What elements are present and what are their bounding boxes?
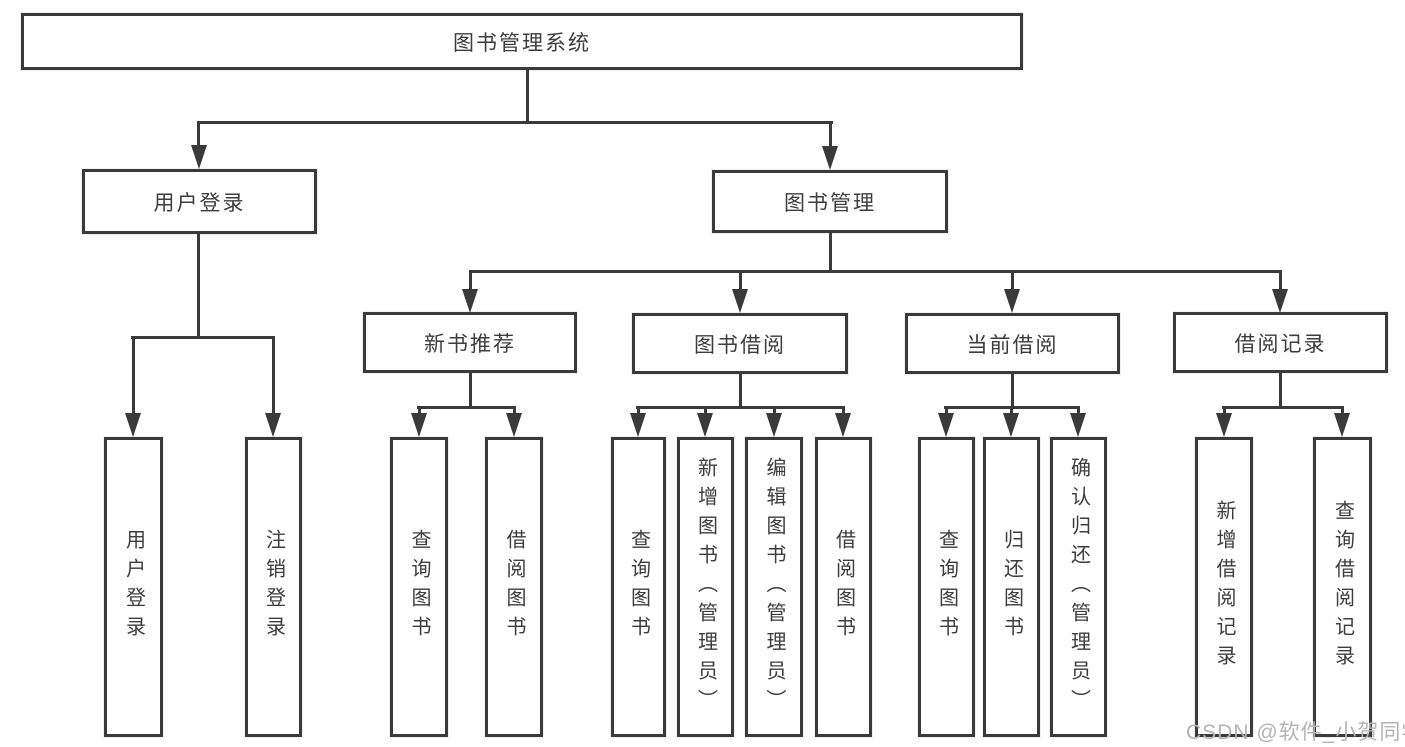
connector-book-borrow-split-bar — [636, 406, 845, 409]
connector-stem-leaf-login — [132, 336, 135, 415]
arrowhead-g3-leaf2 — [697, 413, 713, 437]
connector-borrow-records-split-bar — [1222, 406, 1344, 409]
connector-new-books-trunk — [469, 373, 472, 409]
node-borrowing-records-label: 借阅记录 — [1234, 332, 1327, 356]
arrowhead-g5-leaf2 — [1334, 413, 1350, 437]
node-user-login: 用户登录 — [82, 169, 317, 234]
leaf-logout: 注销登录 — [245, 437, 302, 737]
connector-root-trunk — [526, 70, 529, 122]
connector-book-mgmt-trunk — [829, 233, 832, 273]
connector-stem-new-books — [469, 270, 472, 291]
leaf-new-books-borrow-label: 借阅图书 — [503, 529, 525, 645]
connector-stem-g3-leaf2 — [704, 406, 707, 416]
leaf-current-query-label: 查询图书 — [935, 529, 958, 645]
connector-stem-book-borrow — [739, 270, 742, 291]
arrowhead-current-borrow — [1004, 289, 1020, 313]
node-borrowing-records: 借阅记录 — [1173, 312, 1388, 373]
connector-stem-g2-leaf1 — [418, 406, 421, 416]
arrowhead-g5-leaf1 — [1216, 413, 1232, 437]
connector-new-books-split-bar — [417, 406, 516, 409]
leaf-borrow-add-book-admin-label: 新增图书（管理员） — [694, 456, 717, 718]
connector-stem-g4-leaf2 — [1010, 406, 1013, 416]
connector-borrow-records-trunk — [1279, 373, 1282, 409]
node-current-borrowing-label: 当前借阅 — [966, 333, 1059, 357]
node-new-book-recommend-label: 新书推荐 — [424, 332, 516, 356]
arrowhead-g4-leaf2 — [1003, 413, 1019, 437]
leaf-current-return-label: 归还图书 — [1000, 529, 1023, 645]
arrowhead-g2-leaf1 — [411, 413, 427, 437]
node-new-book-recommend: 新书推荐 — [363, 312, 577, 373]
node-book-management: 图书管理 — [712, 170, 948, 233]
connector-stem-g4-leaf1 — [945, 406, 948, 416]
arrowhead-g4-leaf1 — [938, 413, 954, 437]
leaf-new-books-query: 查询图书 — [390, 437, 448, 737]
connector-stem-leaf-logout — [272, 336, 275, 415]
arrowhead-leaf-logout — [265, 413, 281, 437]
leaf-user-login-label: 用户登录 — [122, 529, 145, 645]
connector-stem-borrow-records — [1279, 270, 1282, 291]
connector-root-split-bar — [197, 121, 833, 124]
arrowhead-g3-leaf3 — [766, 413, 782, 437]
connector-stem-g2-leaf2 — [513, 406, 516, 416]
connector-stem-g5-leaf1 — [1223, 406, 1226, 416]
arrowhead-user-login — [191, 145, 207, 169]
leaf-new-books-query-label: 查询图书 — [408, 529, 430, 645]
arrowhead-g2-leaf2 — [506, 413, 522, 437]
connector-user-login-trunk — [197, 234, 200, 339]
leaf-current-confirm-return-admin-label: 确认归还（管理员） — [1067, 456, 1090, 718]
leaf-records-query: 查询借阅记录 — [1313, 437, 1372, 737]
leaf-records-add-label: 新增借阅记录 — [1213, 500, 1235, 674]
node-root-library-system: 图书管理系统 — [21, 13, 1023, 70]
connector-stem-current-borrow — [1011, 270, 1014, 291]
csdn-watermark: CSDN @软件_小贺同学 — [1186, 721, 1405, 744]
connector-stem-g5-leaf2 — [1341, 406, 1344, 416]
connector-stem-g3-leaf4 — [842, 406, 845, 416]
connector-stem-book-mgmt — [829, 121, 832, 148]
leaf-current-confirm-return-admin: 确认归还（管理员） — [1050, 437, 1107, 737]
arrowhead-g3-leaf1 — [630, 413, 646, 437]
arrowhead-g4-leaf3 — [1070, 413, 1086, 437]
node-root-label: 图书管理系统 — [453, 31, 591, 55]
connector-book-borrow-trunk — [739, 374, 742, 409]
node-user-login-label: 用户登录 — [153, 191, 246, 215]
leaf-logout-label: 注销登录 — [262, 529, 285, 645]
arrowhead-borrow-records — [1272, 289, 1288, 313]
leaf-current-return: 归还图书 — [983, 437, 1040, 737]
node-book-borrowing: 图书借阅 — [632, 313, 848, 374]
leaf-records-add: 新增借阅记录 — [1195, 437, 1253, 737]
leaf-borrow-query: 查询图书 — [611, 437, 666, 737]
arrowhead-new-books — [462, 289, 478, 313]
connector-current-borrow-trunk — [1011, 374, 1014, 409]
leaf-borrow-edit-book-admin-label: 编辑图书（管理员） — [763, 456, 785, 718]
leaf-borrow-borrow-book: 借阅图书 — [815, 437, 872, 737]
arrowhead-leaf-login — [125, 413, 141, 437]
node-book-management-label: 图书管理 — [784, 191, 876, 215]
connector-level3-split-bar — [469, 270, 1282, 273]
connector-stem-user-login — [197, 121, 200, 147]
leaf-borrow-query-label: 查询图书 — [627, 529, 650, 645]
leaf-borrow-add-book-admin: 新增图书（管理员） — [677, 437, 734, 737]
leaf-records-query-label: 查询借阅记录 — [1331, 500, 1354, 674]
arrowhead-book-borrow — [732, 289, 748, 313]
node-book-borrowing-label: 图书借阅 — [694, 333, 786, 357]
node-current-borrowing: 当前借阅 — [905, 313, 1120, 374]
arrowhead-book-mgmt — [822, 146, 838, 170]
connector-stem-g4-leaf3 — [1077, 406, 1080, 416]
leaf-borrow-borrow-book-label: 借阅图书 — [832, 529, 855, 645]
leaf-borrow-edit-book-admin: 编辑图书（管理员） — [745, 437, 803, 737]
connector-stem-g3-leaf3 — [773, 406, 776, 416]
connector-user-login-split-bar — [131, 336, 275, 339]
connector-stem-g3-leaf1 — [637, 406, 640, 416]
arrowhead-g3-leaf4 — [835, 413, 851, 437]
leaf-user-login: 用户登录 — [104, 437, 163, 737]
leaf-current-query: 查询图书 — [918, 437, 975, 737]
leaf-new-books-borrow: 借阅图书 — [485, 437, 543, 737]
